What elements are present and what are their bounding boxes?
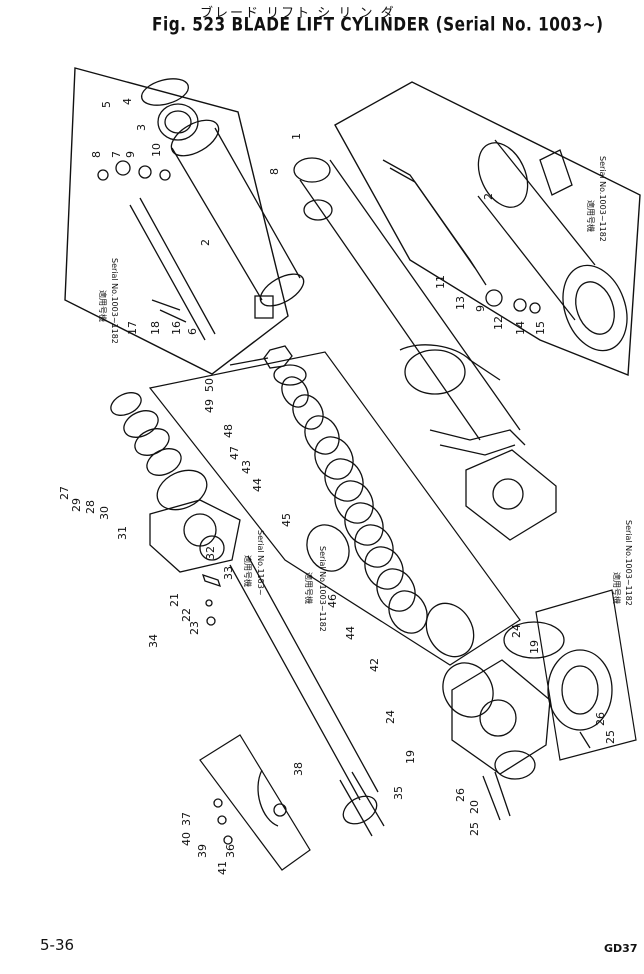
callout-24b: 24 xyxy=(510,624,523,638)
callout-17: 17 xyxy=(126,321,139,335)
callout-33: 33 xyxy=(222,566,235,580)
callout-16: 16 xyxy=(170,321,183,335)
callout-21: 21 xyxy=(168,593,181,607)
callout-9b: 9 xyxy=(474,305,487,312)
model-code: GD37 xyxy=(604,942,638,955)
serial-note-middle-left: Serial No.1183~ xyxy=(256,530,265,596)
callout-12: 12 xyxy=(492,316,505,330)
callout-1: 1 xyxy=(290,133,303,140)
middle-panel-frame xyxy=(148,351,521,666)
callout-23: 23 xyxy=(188,621,201,635)
callout-48: 48 xyxy=(222,424,235,438)
serial-note-upper-right-jp: 適用号機 xyxy=(586,200,596,232)
callout-45: 45 xyxy=(280,513,293,527)
callout-24a: 24 xyxy=(384,710,397,724)
callout-36: 36 xyxy=(224,844,237,858)
callout-7: 7 xyxy=(110,151,123,158)
callout-2b: 2 xyxy=(482,193,495,200)
callout-32: 32 xyxy=(204,546,217,560)
figure-title: Fig. 523 BLADE LIFT CYLINDER (Serial No.… xyxy=(152,14,604,36)
callout-6: 6 xyxy=(186,328,199,335)
serial-note-upper-left: Serial No.1003~1182 xyxy=(110,258,119,344)
upper-left-detail-panel xyxy=(64,67,305,375)
cylinder-tube xyxy=(293,157,557,541)
callout-4: 4 xyxy=(121,98,134,105)
callout-11: 11 xyxy=(434,275,447,289)
callout-30: 30 xyxy=(98,506,111,520)
callout-46: 46 xyxy=(326,594,339,608)
callout-50: 50 xyxy=(203,378,216,392)
seal-stack xyxy=(281,376,494,718)
callout-44a: 44 xyxy=(251,478,264,492)
japanese-title: ブレード リフト シ リ ン ダ xyxy=(200,6,396,21)
callout-14: 14 xyxy=(514,321,527,335)
lower-left-detail-panel xyxy=(199,734,311,871)
callout-22: 22 xyxy=(180,608,193,622)
callout-9: 9 xyxy=(124,151,137,158)
callout-42: 42 xyxy=(368,658,381,672)
callout-28: 28 xyxy=(84,500,97,514)
gland-seals xyxy=(110,392,241,573)
callout-49: 49 xyxy=(203,399,216,413)
callout-31: 31 xyxy=(116,526,129,540)
callout-8: 8 xyxy=(90,151,103,158)
small-bolts xyxy=(201,573,222,626)
callout-40: 40 xyxy=(180,832,193,846)
serial-note-lower-right-jp: 適用号機 xyxy=(612,572,622,604)
callout-5: 5 xyxy=(100,101,113,108)
callout-10: 10 xyxy=(150,143,163,157)
piston-nut xyxy=(229,345,307,386)
serial-note-middle-center: Serial No.1003~1182 xyxy=(318,546,327,632)
callout-29: 29 xyxy=(70,498,83,512)
callout-20: 20 xyxy=(468,800,481,814)
callout-2a: 2 xyxy=(199,239,212,246)
piston-rod xyxy=(229,555,385,837)
callout-47: 47 xyxy=(228,446,241,460)
callout-39: 39 xyxy=(196,844,209,858)
serial-note-lower-right: Serial No.1003~1182 xyxy=(624,520,633,606)
callout-26a: 26 xyxy=(454,788,467,802)
callout-38: 38 xyxy=(292,762,305,776)
serial-note-upper-left-jp: 適用号機 xyxy=(98,290,108,322)
callout-3: 3 xyxy=(135,124,148,131)
callout-19a: 19 xyxy=(404,750,417,764)
callout-15: 15 xyxy=(534,321,547,335)
serial-note-upper-right: Serial No.1003~1182 xyxy=(598,156,607,242)
callout-25b: 25 xyxy=(604,730,617,744)
callout-35: 35 xyxy=(392,786,405,800)
callout-34: 34 xyxy=(147,634,160,648)
callout-41: 41 xyxy=(216,861,229,875)
serial-note-middle-center-jp: 適用号機 xyxy=(304,572,314,604)
page-number: 5-36 xyxy=(40,936,75,954)
callout-37: 37 xyxy=(180,812,193,826)
serial-notes: Serial No.1003~1182 適用号機 Serial No.1003~… xyxy=(98,156,633,632)
callout-25a: 25 xyxy=(468,822,481,836)
callout-13: 13 xyxy=(454,296,467,310)
head-flange xyxy=(503,621,613,749)
callout-19b: 19 xyxy=(528,640,541,654)
serial-note-middle-left-jp: 適用号機 xyxy=(243,555,253,587)
callout-27: 27 xyxy=(58,486,71,500)
callout-8b: 8 xyxy=(268,168,281,175)
lower-clevis xyxy=(213,769,287,845)
callout-labels: 5 4 3 10 8 7 9 2 1 8 2 11 13 9 12 14 15 … xyxy=(58,98,617,875)
callout-43: 43 xyxy=(240,460,253,474)
callout-26b: 26 xyxy=(594,712,607,726)
upper-right-detail-panel xyxy=(334,81,641,377)
lower-flange xyxy=(451,659,551,821)
lower-right-detail-panel xyxy=(535,589,637,761)
callout-44b: 44 xyxy=(344,626,357,640)
callout-18: 18 xyxy=(149,321,162,335)
